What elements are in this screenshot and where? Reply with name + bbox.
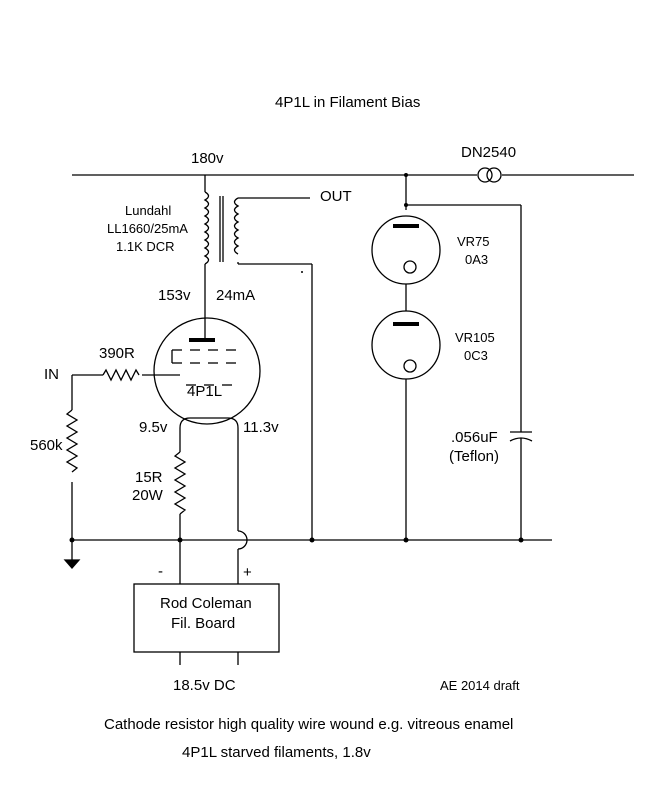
- cathode-resistor-power-label: 20W: [132, 487, 164, 504]
- filament-board: [133, 583, 280, 653]
- note-line-1: Cathode resistor high quality wire wound…: [104, 716, 513, 733]
- capacitor-type-label: (Teflon): [449, 448, 499, 465]
- junction-dot: [301, 271, 303, 273]
- cathode-resistor-icon: [173, 451, 187, 515]
- junction-dot: [69, 537, 75, 543]
- board-name-line1: Rod Coleman: [160, 595, 252, 612]
- output-label: OUT: [320, 188, 352, 205]
- transformer-model-label: LL1660/25mA: [107, 221, 188, 236]
- vr1-name-label: VR75: [457, 234, 490, 249]
- grid-leak-label: 560k: [30, 437, 63, 454]
- junction-dot: [177, 537, 183, 543]
- capacitor-value-label: .056uF: [451, 429, 498, 446]
- junction-dot: [309, 537, 315, 543]
- filament-pos-voltage-label: 11.3v: [243, 419, 279, 436]
- junction-dot: [404, 173, 408, 177]
- grid-stopper-resistor-icon: [102, 368, 140, 382]
- vr1-type-label: 0A3: [465, 252, 488, 267]
- grid-leak-resistor-icon: [65, 409, 79, 473]
- supply-voltage-label: 180v: [191, 150, 224, 167]
- plate-voltage-label: 153v: [158, 287, 191, 304]
- regulator-label: DN2540: [461, 144, 516, 161]
- vr105-tube-icon: [371, 310, 441, 380]
- transformer-name-label: Lundahl: [125, 203, 171, 218]
- input-label: IN: [44, 366, 59, 383]
- ground-icon: [63, 559, 81, 569]
- tube-label: 4P1L: [187, 383, 222, 400]
- plate-current-label: 24mA: [216, 287, 255, 304]
- grid-resistor-label: 390R: [99, 345, 135, 362]
- board-name-line2: Fil. Board: [171, 615, 235, 632]
- board-plus-label: +: [243, 564, 252, 581]
- filament-neg-voltage-label: 9.5v: [139, 419, 168, 436]
- transformer-dcr-label: 1.1K DCR: [116, 239, 175, 254]
- vr75-tube-icon: [371, 215, 441, 285]
- cathode-resistor-value-label: 15R: [135, 469, 163, 486]
- transformer-icon: [203, 175, 312, 340]
- vr2-type-label: 0C3: [464, 348, 488, 363]
- junction-dot: [404, 203, 408, 207]
- note-line-2: 4P1L starved filaments, 1.8v: [182, 744, 371, 761]
- diagram-title: 4P1L in Filament Bias: [275, 94, 420, 111]
- board-minus-label: -: [158, 563, 163, 580]
- current-source-icon: [477, 167, 502, 183]
- wire-crossover-icon: [237, 530, 248, 550]
- junction-dot: [403, 537, 409, 543]
- draft-label: AE 2014 draft: [440, 678, 520, 693]
- tube-4p1l-icon: [153, 317, 261, 440]
- junction-dot: [518, 537, 524, 543]
- vr2-name-label: VR105: [455, 330, 495, 345]
- board-supply-label: 18.5v DC: [173, 677, 236, 694]
